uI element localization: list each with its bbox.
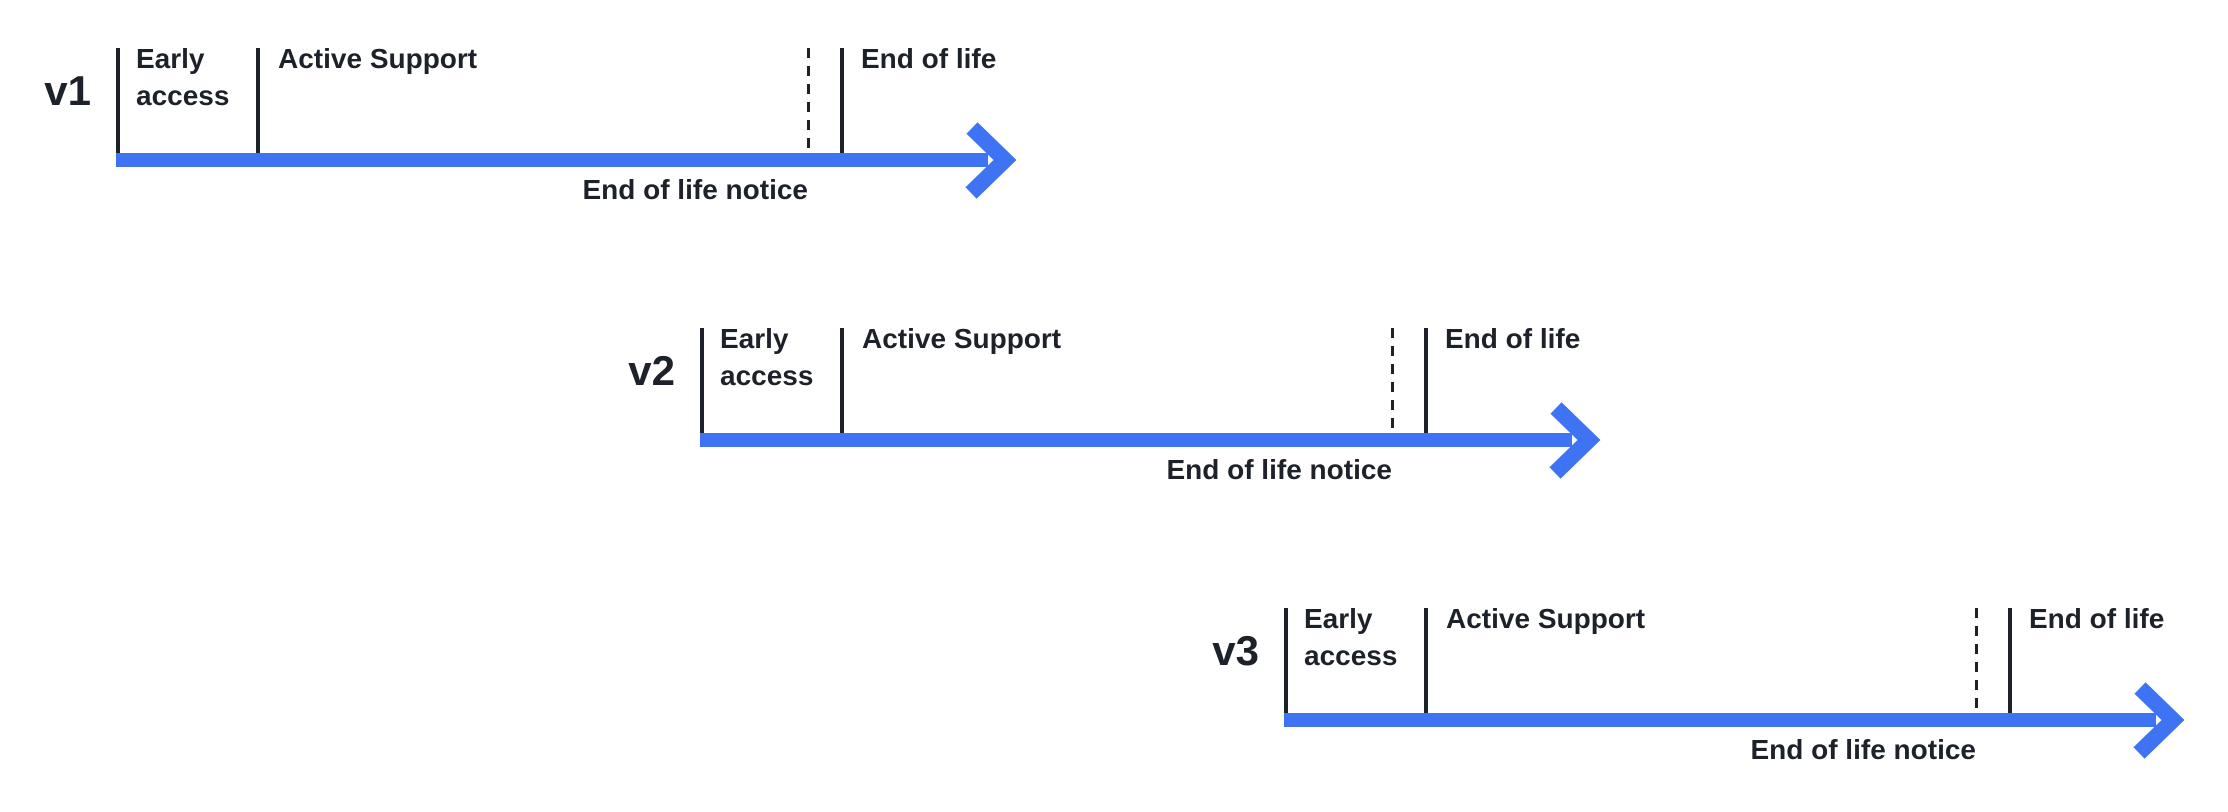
- early-access-label: Early access: [136, 43, 230, 111]
- end-of-life-label: End of life: [2029, 603, 2165, 634]
- end-of-life-notice-label: End of life notice: [582, 174, 808, 205]
- version-label: v2: [628, 347, 675, 394]
- end-of-life-notice-label: End of life notice: [1750, 734, 1976, 765]
- end-of-life-label: End of life: [1445, 323, 1581, 354]
- active-support-start-tick: [1424, 608, 1428, 713]
- early-access-label: Early access: [720, 323, 814, 391]
- end-of-life-tick: [2008, 608, 2012, 713]
- timeline-v3: v3 Early access Active Support End of li…: [1168, 560, 2228, 800]
- version-label: v1: [44, 67, 91, 114]
- end-of-life-notice-dashed-line: [1391, 328, 1394, 430]
- early-access-start-tick: [700, 328, 704, 433]
- version-label: v3: [1212, 627, 1259, 674]
- active-support-start-tick: [256, 48, 260, 153]
- end-of-life-tick: [1424, 328, 1428, 433]
- early-access-label: Early access: [1304, 603, 1398, 671]
- active-support-label: Active Support: [278, 43, 478, 74]
- timeline-v2: v2 Early access Active Support End of li…: [584, 280, 1644, 520]
- end-of-life-notice-dashed-line: [1975, 608, 1978, 710]
- active-support-label: Active Support: [1446, 603, 1646, 634]
- end-of-life-tick: [840, 48, 844, 153]
- timeline-arrow-right-icon: [700, 402, 1601, 479]
- timeline-v1: v1 Early access Active Support End of li…: [0, 0, 1060, 240]
- early-access-start-tick: [1284, 608, 1288, 713]
- timeline-arrow-right-icon: [116, 122, 1017, 199]
- end-of-life-label: End of life: [861, 43, 997, 74]
- active-support-start-tick: [840, 328, 844, 433]
- end-of-life-notice-label: End of life notice: [1166, 454, 1392, 485]
- timeline-arrow-right-icon: [1284, 682, 2185, 759]
- active-support-label: Active Support: [862, 323, 1062, 354]
- end-of-life-notice-dashed-line: [807, 48, 810, 150]
- early-access-start-tick: [116, 48, 120, 153]
